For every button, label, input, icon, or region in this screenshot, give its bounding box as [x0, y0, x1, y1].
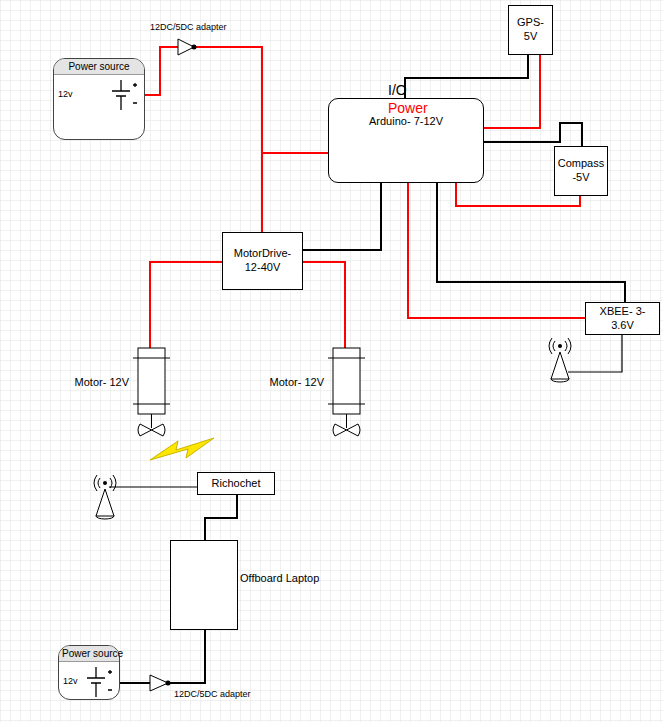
power-source-header: Power source [59, 646, 119, 662]
power-source-header: Power source [54, 59, 144, 75]
radio-box: Richochet [197, 472, 275, 495]
motor-label: Motor- 12V [75, 376, 129, 388]
voltage-label: 12v [63, 676, 78, 686]
motor-drawing [328, 348, 365, 443]
text-wrap: MotorDrive- 12-40V [226, 247, 299, 275]
signal-wire [303, 183, 381, 250]
legend-text: I/O [388, 82, 407, 98]
battery-symbol [83, 665, 113, 699]
adapter-triangle [178, 39, 198, 55]
antenna-wire [109, 486, 197, 487]
node-label: Offboard Laptop [240, 572, 319, 586]
adapter-triangle [150, 675, 172, 691]
adapter-label: 12DC/5DC adapter [150, 22, 227, 32]
power-source: Power source 12v [53, 58, 145, 140]
signal-wire [205, 495, 237, 540]
power-wire [303, 262, 345, 348]
voltage-label: 12v [58, 89, 73, 99]
text-wrap: XBEE- 3-3.6V [589, 305, 656, 333]
wireless-link-symbol [150, 438, 214, 460]
node-label: XBEE- 3-3.6V [600, 305, 646, 331]
power-wire [194, 47, 328, 153]
text-wrap: Arduino- 7-12V [369, 115, 443, 127]
power-wire [145, 47, 178, 95]
power-wire [408, 183, 585, 318]
node-label: GPS- 5V [517, 16, 544, 42]
adapter-symbol: 12DC/5DC adapter [178, 39, 194, 55]
antenna-wire [568, 330, 622, 372]
power-source: Power source 12v [58, 645, 120, 700]
adapter-label: 12DC/5DC adapter [174, 689, 251, 699]
battery-symbol [108, 78, 138, 112]
text-wrap: Compass -5V [558, 157, 604, 185]
motor-drawing [133, 348, 170, 443]
adapter-symbol: 12DC/5DC adapter [150, 675, 168, 691]
node-label: MotorDrive- 12-40V [234, 247, 291, 273]
antenna-symbol [549, 338, 571, 382]
signal-wire [120, 683, 150, 684]
signal-wire [484, 123, 582, 146]
motor-symbol: Motor- 12V [328, 348, 365, 443]
module-box: GPS- 5V [508, 5, 553, 55]
node-label: Richochet [212, 477, 261, 489]
driver-box: MotorDrive- 12-40V [222, 232, 303, 290]
signal-wire [437, 183, 625, 302]
node-label: Arduino- 7-12V [369, 115, 443, 127]
module-box: XBEE- 3-3.6V [585, 302, 660, 335]
power-wire [484, 55, 540, 128]
power-source-title: Power source [68, 61, 129, 72]
laptop-box: Offboard Laptop [170, 540, 238, 630]
signal-wire [405, 55, 528, 98]
power-source-title: Power source [62, 648, 123, 659]
node-label: Compass -5V [558, 157, 604, 183]
motor-symbol: Motor- 12V [133, 348, 170, 443]
power-wire [150, 262, 222, 348]
motor-label: Motor- 12V [270, 376, 324, 388]
text-wrap: GPS- 5V [512, 16, 549, 44]
text-wrap: Richochet [212, 477, 261, 491]
antenna-symbol [94, 475, 116, 519]
legend-text: Power [388, 100, 428, 116]
module-box: Compass -5V [554, 146, 608, 196]
power-wire [262, 153, 328, 232]
signal-wire [168, 630, 205, 683]
